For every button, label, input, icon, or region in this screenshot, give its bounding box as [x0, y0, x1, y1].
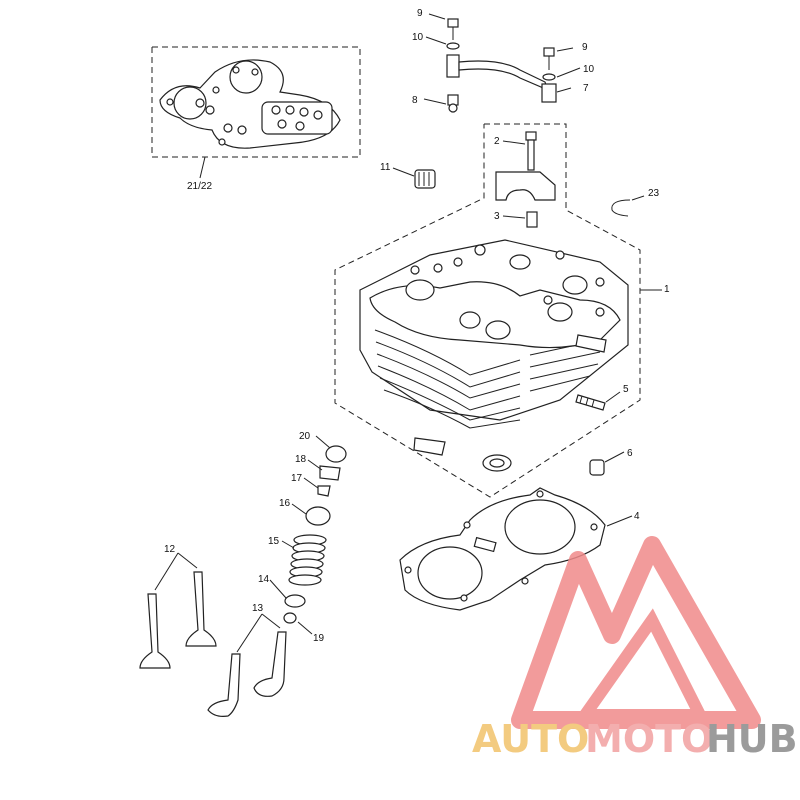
- callout-7: 7: [583, 83, 589, 94]
- gasket-kit-group: 21/22: [151, 46, 361, 192]
- callout-9-right: 9: [582, 42, 588, 53]
- callout-2: 2: [494, 136, 500, 147]
- callout-6: 6: [627, 448, 633, 459]
- shim-20: [325, 445, 347, 463]
- callout-21-22: 21/22: [187, 181, 212, 192]
- callout-15: 15: [268, 536, 280, 547]
- callout-10-right: 10: [583, 64, 595, 75]
- callout-16: 16: [279, 498, 291, 509]
- cooling-fins: [374, 329, 601, 429]
- brand-auto: AUTO: [472, 717, 589, 761]
- valve-seat-insert: [413, 437, 446, 456]
- brand-hub: HUB: [706, 717, 798, 761]
- callout-20: 20: [299, 431, 311, 442]
- callout-8: 8: [412, 95, 418, 106]
- bucket-18: [319, 465, 341, 481]
- spring-seat-14: [284, 594, 306, 608]
- brand-moto: MOTO: [585, 717, 713, 761]
- rocker-cover-face: [369, 281, 621, 349]
- callout-1: 1: [664, 284, 670, 295]
- callout-18: 18: [295, 454, 307, 465]
- dowel-6: 6: [589, 448, 633, 476]
- callout-13: 13: [252, 603, 264, 614]
- automotohub-logo: AUTO MOTO HUB: [472, 536, 798, 761]
- callout-12: 12: [164, 544, 176, 555]
- head-gasket-4: 4: [399, 487, 640, 611]
- callout-4: 4: [634, 511, 640, 522]
- callout-9-top: 9: [417, 8, 423, 19]
- callout-3: 3: [494, 211, 500, 222]
- callout-5: 5: [623, 384, 629, 395]
- cam-bearing-block: 2 3: [494, 131, 556, 228]
- banjo-bolt-a: [447, 18, 459, 28]
- callout-17: 17: [291, 473, 303, 484]
- cap-nut-11: 11: [380, 162, 436, 189]
- stem-seal-19: [283, 612, 297, 624]
- valves-13: 13: [207, 603, 287, 717]
- cylinder-head-group: 1: [334, 123, 670, 498]
- valve-spring-15: [288, 534, 327, 586]
- oil-pipe-assembly: 9 10 9 10 7 8: [412, 8, 595, 113]
- callout-11: 11: [380, 162, 391, 173]
- callout-23: 23: [648, 188, 660, 199]
- valve-spring-stack: 20 18 17 16 15 14 19: [258, 431, 347, 644]
- stud-5: 5: [575, 384, 629, 411]
- spring-retainer-16: [305, 506, 331, 526]
- callout-10-top: 10: [412, 32, 424, 43]
- callout-19: 19: [313, 633, 325, 644]
- callout-14: 14: [258, 574, 270, 585]
- collet-17: [317, 485, 331, 497]
- valves-12: 12: [139, 544, 217, 669]
- circlip-23: 23: [611, 188, 660, 217]
